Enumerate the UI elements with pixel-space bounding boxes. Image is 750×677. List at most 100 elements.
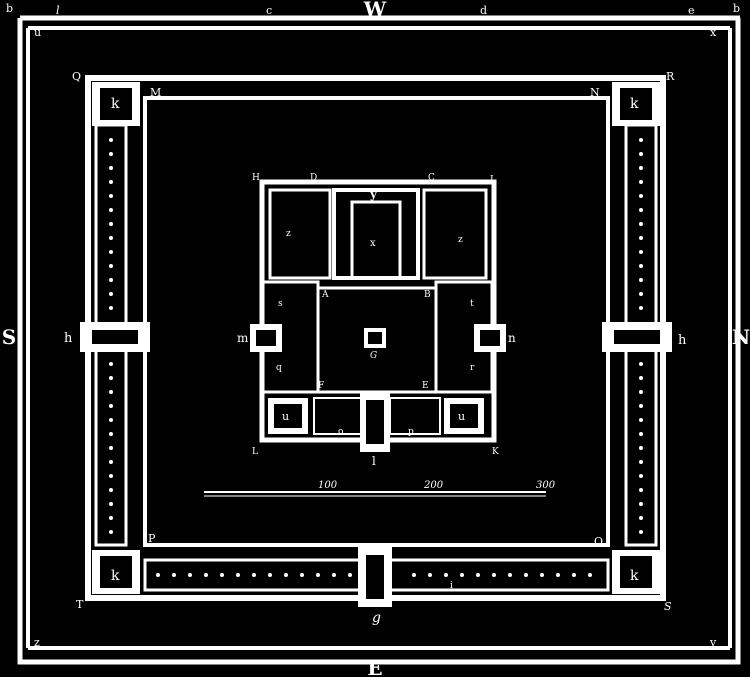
pillar-left bbox=[109, 138, 113, 142]
pillar-left bbox=[109, 488, 113, 492]
compass-north: N bbox=[732, 325, 750, 349]
pillar-bottom bbox=[252, 573, 256, 577]
label-C: C bbox=[428, 173, 435, 183]
scale-bar: 100 200 300 bbox=[204, 480, 556, 497]
pillar-bottom bbox=[268, 573, 272, 577]
pillar-left bbox=[109, 166, 113, 170]
pillar-right bbox=[639, 516, 643, 520]
pillar-left bbox=[109, 460, 113, 464]
pillar-bottom bbox=[188, 573, 192, 577]
pillar-bottom bbox=[236, 573, 240, 577]
label-H: H bbox=[252, 173, 260, 183]
pillar-left bbox=[109, 306, 113, 310]
pillar-left bbox=[109, 530, 113, 534]
label-B: B bbox=[424, 290, 431, 300]
pillar-bottom bbox=[412, 573, 416, 577]
pillar-bottom bbox=[524, 573, 528, 577]
label-z-right: z bbox=[458, 235, 463, 245]
pillar-bottom bbox=[572, 573, 576, 577]
pillar-right bbox=[639, 502, 643, 506]
pillar-bottom bbox=[556, 573, 560, 577]
pillar-bottom bbox=[348, 573, 352, 577]
label-D: D bbox=[310, 173, 317, 183]
outer-court bbox=[80, 75, 672, 607]
pillar-left bbox=[109, 502, 113, 506]
temple bbox=[250, 179, 506, 452]
label-A: A bbox=[321, 290, 329, 300]
pillar-right bbox=[639, 376, 643, 380]
label-k-tl: k bbox=[111, 96, 120, 112]
pillar-left bbox=[109, 222, 113, 226]
pillar-right bbox=[639, 194, 643, 198]
label-e-top: e bbox=[688, 4, 695, 17]
label-r: r bbox=[470, 363, 475, 373]
label-L: L bbox=[252, 447, 258, 457]
pillar-right bbox=[639, 208, 643, 212]
pillar-left bbox=[109, 264, 113, 268]
pillar-left bbox=[109, 390, 113, 394]
pillar-left bbox=[109, 376, 113, 380]
colonnade-pillars bbox=[109, 138, 643, 577]
compass-east: E bbox=[367, 656, 382, 677]
pillar-left bbox=[109, 236, 113, 240]
pillar-left bbox=[109, 446, 113, 450]
label-u-temple-right: u bbox=[458, 410, 465, 423]
pillar-right bbox=[639, 474, 643, 478]
label-a-right: a bbox=[732, 657, 737, 666]
pillar-right bbox=[639, 236, 643, 240]
pillar-left bbox=[109, 418, 113, 422]
pillar-left bbox=[109, 250, 113, 254]
storeroom-z-right bbox=[422, 188, 488, 280]
label-z-left: z bbox=[286, 229, 291, 239]
label-F: F bbox=[318, 381, 324, 391]
label-O: O bbox=[594, 535, 603, 548]
label-s: s bbox=[278, 299, 283, 309]
label-y: y bbox=[709, 636, 717, 649]
pillar-right bbox=[639, 180, 643, 184]
scale-tick-200: 200 bbox=[423, 480, 444, 491]
label-u: u bbox=[34, 26, 41, 39]
label-E: E bbox=[422, 381, 429, 391]
label-x-temple: x bbox=[370, 238, 376, 249]
pillar-bottom bbox=[428, 573, 432, 577]
pillar-right bbox=[639, 446, 643, 450]
storeroom-z-left bbox=[268, 188, 332, 280]
label-b-left: b bbox=[6, 2, 13, 15]
pillar-bottom bbox=[220, 573, 224, 577]
pillar-left bbox=[109, 404, 113, 408]
pillar-right bbox=[639, 530, 643, 534]
pillar-bottom bbox=[444, 573, 448, 577]
label-k-br: k bbox=[630, 568, 639, 584]
label-P: P bbox=[148, 532, 156, 545]
pillar-right bbox=[639, 138, 643, 142]
pillar-left bbox=[109, 208, 113, 212]
pillar-bottom bbox=[460, 573, 464, 577]
label-l: l bbox=[372, 454, 376, 468]
compass-south: S bbox=[2, 325, 16, 349]
pillar-bottom bbox=[172, 573, 176, 577]
pillar-right bbox=[639, 460, 643, 464]
pillar-right bbox=[639, 152, 643, 156]
label-i: i bbox=[450, 581, 453, 591]
label-g: g bbox=[372, 610, 381, 626]
label-u-temple-left: u bbox=[282, 410, 289, 423]
pillar-bottom bbox=[316, 573, 320, 577]
label-y-temple: y bbox=[369, 187, 378, 201]
pillar-right bbox=[639, 404, 643, 408]
label-b-right: b bbox=[733, 2, 740, 15]
holy-place-x bbox=[350, 200, 402, 280]
label-I: I bbox=[490, 175, 494, 185]
pillar-bottom bbox=[588, 573, 592, 577]
pillar-right bbox=[639, 362, 643, 366]
pillar-left bbox=[109, 362, 113, 366]
pillar-left bbox=[109, 432, 113, 436]
label-R: R bbox=[666, 70, 675, 83]
label-o: o bbox=[338, 427, 343, 437]
label-T: T bbox=[76, 598, 84, 611]
label-K: K bbox=[492, 447, 499, 457]
label-z: z bbox=[34, 636, 40, 649]
label-m: m bbox=[237, 331, 249, 345]
pillar-right bbox=[639, 250, 643, 254]
